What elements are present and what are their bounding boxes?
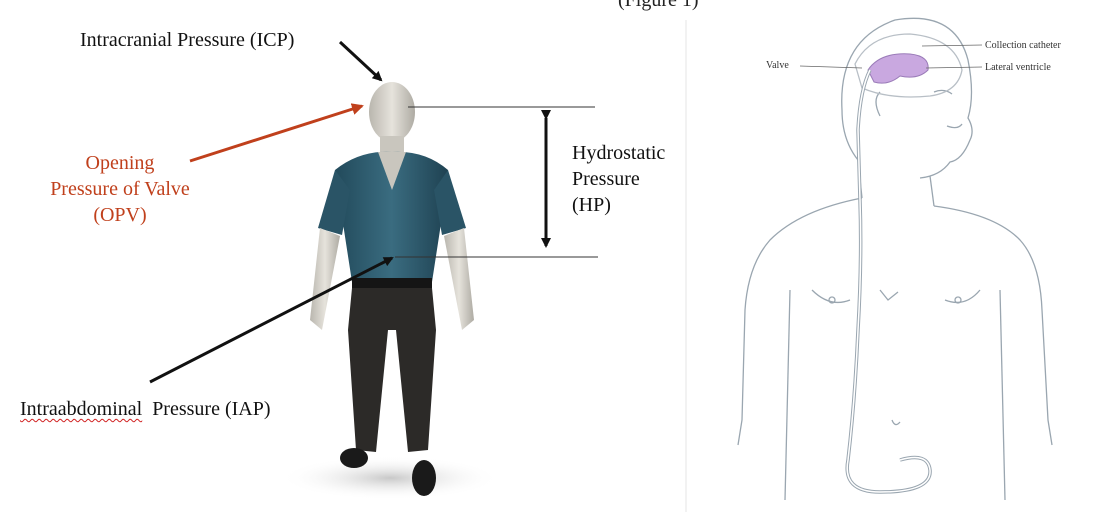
valve-callout-line — [800, 66, 862, 68]
human-figure — [280, 82, 500, 500]
navel — [892, 420, 900, 425]
hp-line-1: Hydrostatic — [572, 140, 665, 166]
iap-label: Intraabdominal Pressure (IAP) — [20, 397, 271, 422]
sternum — [880, 290, 898, 300]
left-arm — [310, 228, 340, 330]
left-pectoral — [812, 290, 850, 302]
valve-label: Valve — [766, 60, 789, 71]
left-shoulder-arm — [738, 198, 862, 445]
ear — [876, 92, 880, 116]
ventricle-callout-line — [926, 67, 982, 68]
left-shoe — [340, 448, 368, 468]
right-shoe — [412, 460, 436, 496]
front-of-neck — [930, 176, 934, 206]
figure-caption-cropped: (Figure 1) — [618, 0, 699, 13]
hp-line-2: Pressure — [572, 166, 665, 192]
floor-shadow — [280, 456, 500, 500]
right-shoulder-arm — [934, 206, 1052, 445]
right-pectoral — [945, 290, 980, 302]
icp-arrow — [340, 42, 381, 80]
catheter-callout-line — [922, 45, 982, 46]
left-torso-side — [785, 290, 790, 500]
right-torso-side — [1000, 290, 1005, 500]
opv-line-1: Opening — [20, 150, 220, 176]
opv-label: Opening Pressure of Valve (OPV) — [20, 150, 220, 228]
mouth — [947, 124, 962, 128]
collection-catheter-label: Collection catheter — [985, 40, 1061, 51]
iap-word: Intraabdominal — [20, 398, 142, 420]
head — [369, 82, 415, 142]
opv-line-2: Pressure of Valve — [20, 176, 220, 202]
right-arm — [444, 228, 474, 330]
hp-label: Hydrostatic Pressure (HP) — [572, 140, 665, 218]
opv-line-3: (OPV) — [20, 202, 220, 228]
iap-rest: Pressure (IAP) — [152, 398, 270, 420]
lateral-ventricle — [868, 54, 928, 83]
icp-label: Intracranial Pressure (ICP) — [80, 28, 294, 53]
lateral-ventricle-label: Lateral ventricle — [985, 62, 1051, 73]
belt — [352, 278, 432, 288]
anatomy-sketch — [738, 18, 1052, 500]
hp-line-3: (HP) — [572, 192, 665, 218]
pants — [348, 288, 436, 452]
